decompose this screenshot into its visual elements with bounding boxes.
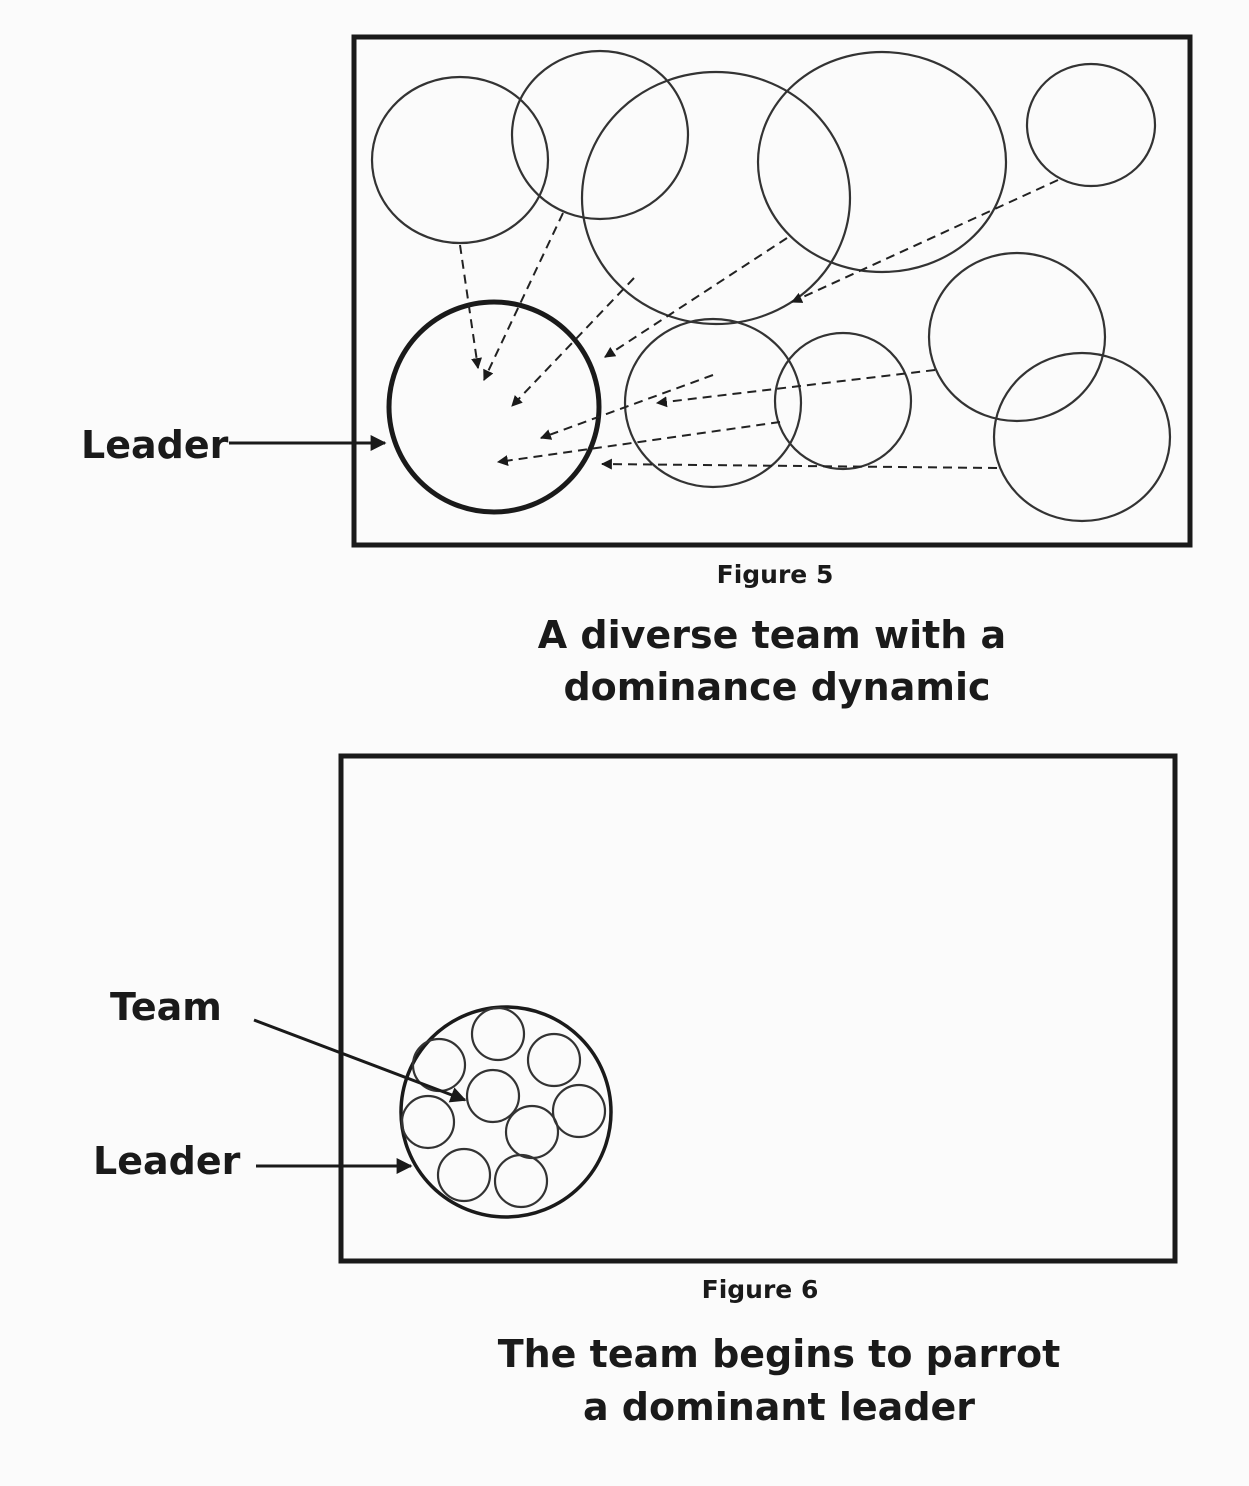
member-circle — [927, 251, 1107, 423]
figure-6-number: Figure 6 — [702, 1275, 819, 1304]
member-circle — [504, 1104, 560, 1160]
influence-arrow — [483, 212, 564, 381]
figure-6: Team Leader Figure 6 The team begins to … — [93, 753, 1178, 1429]
team-member-circles — [370, 49, 1172, 523]
member-circle — [510, 49, 690, 221]
influence-arrow — [655, 369, 936, 408]
influence-arrow — [600, 458, 998, 470]
member-circle — [623, 317, 803, 489]
member-circle — [1025, 62, 1157, 188]
influence-arrow — [604, 237, 788, 358]
figure-5-caption-line1: A diverse team with a — [538, 613, 1006, 657]
member-circle — [551, 1083, 607, 1139]
leader-label: Leader — [93, 1139, 241, 1183]
influence-arrow — [791, 179, 1059, 303]
figure-6-caption-line1: The team begins to parrot — [498, 1332, 1061, 1376]
leader-label: Leader — [81, 423, 229, 467]
member-circle — [992, 351, 1172, 523]
team-pointer-arrow — [253, 1018, 467, 1103]
member-circle — [526, 1032, 582, 1088]
leader-circle — [386, 299, 602, 515]
member-circle — [436, 1147, 492, 1203]
member-circle — [465, 1068, 521, 1124]
member-circle — [470, 1006, 526, 1062]
influence-arrows — [459, 179, 1059, 470]
team-label: Team — [110, 985, 222, 1029]
influence-arrow — [459, 244, 483, 370]
leader-circle — [399, 1005, 613, 1219]
figure-5-frame — [351, 34, 1193, 548]
member-circle — [370, 75, 550, 245]
member-circle — [756, 50, 1008, 274]
influence-arrow — [496, 421, 781, 467]
member-circle — [493, 1153, 549, 1209]
figure-6-frame — [338, 753, 1178, 1264]
member-circle — [400, 1094, 456, 1150]
figure-5-number: Figure 5 — [717, 560, 834, 589]
influence-arrow — [511, 277, 635, 407]
influence-arrow — [539, 374, 714, 440]
figure-5: Leader Figure 5 A diverse team with a do… — [81, 34, 1193, 709]
member-circle — [773, 331, 913, 471]
figure-5-caption-line2: dominance dynamic — [563, 665, 990, 709]
figure-6-caption-line2: a dominant leader — [583, 1385, 975, 1429]
member-circle — [580, 70, 852, 326]
